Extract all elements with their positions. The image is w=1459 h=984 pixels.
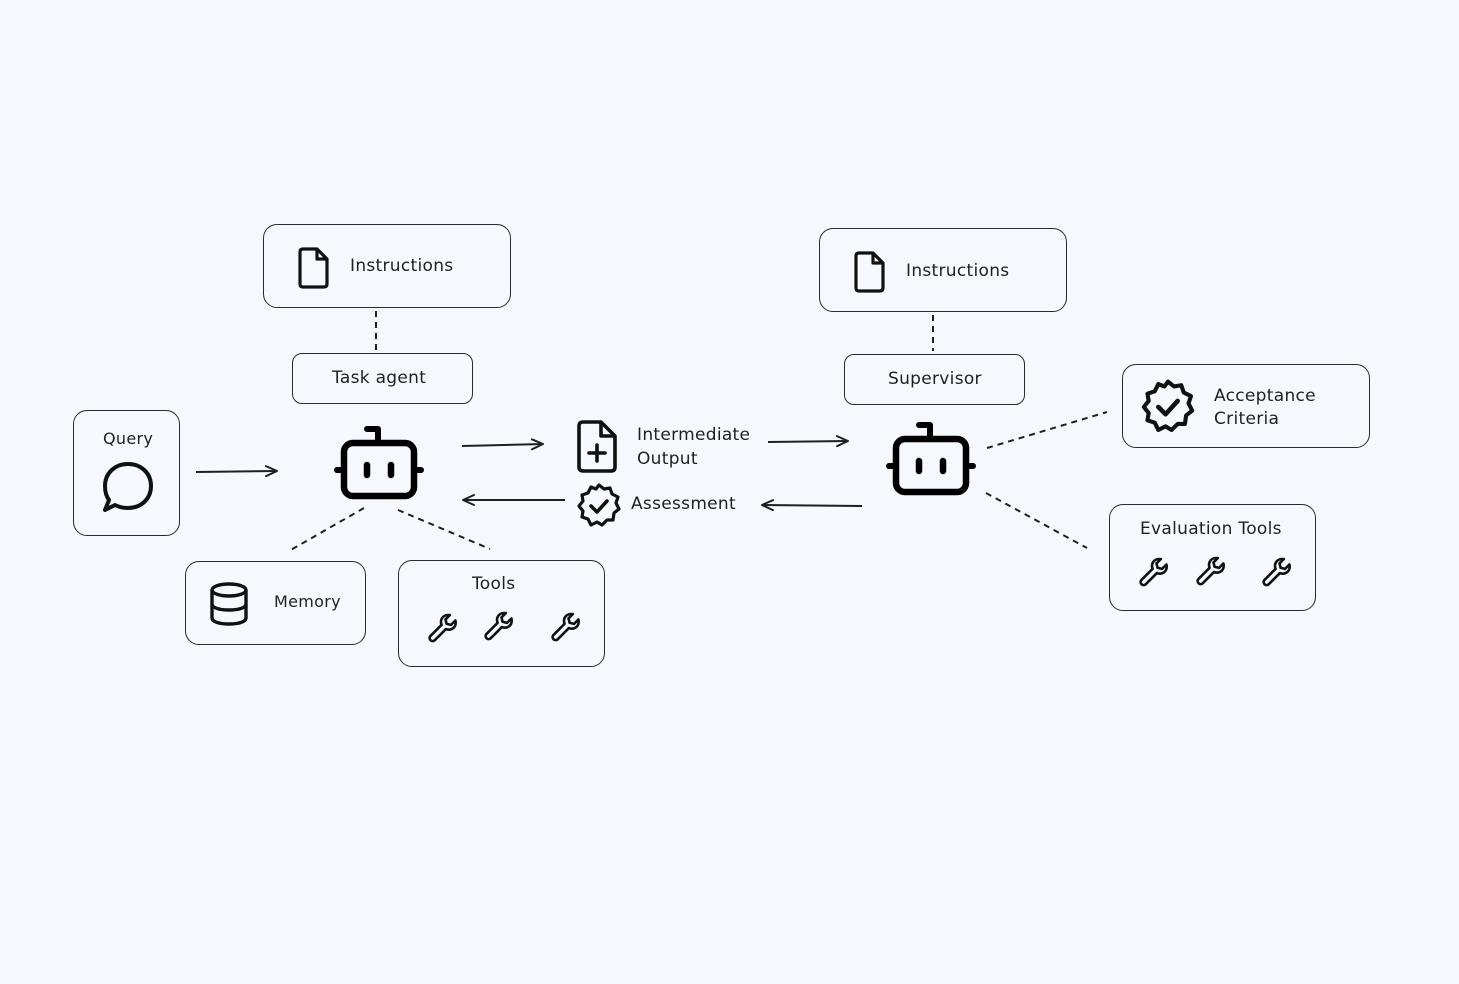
document-plus-icon — [574, 419, 620, 475]
memory-node: Memory — [185, 561, 366, 645]
badge-check-icon — [575, 482, 623, 530]
supervisor-label: Supervisor — [888, 369, 982, 389]
arrow-task-agent-to-output — [461, 438, 544, 451]
supervisor-node: Supervisor — [844, 354, 1025, 405]
query-node: Query — [73, 410, 180, 536]
document-icon — [852, 250, 886, 294]
document-icon — [296, 246, 330, 290]
robot-icon — [885, 420, 979, 500]
acceptance-criteria-node: Acceptance Criteria — [1122, 364, 1370, 448]
wrench-icon — [549, 610, 583, 644]
wrench-icon — [482, 609, 516, 643]
link-supervisor-eval-tools — [985, 492, 1088, 549]
evaluation-tools-node: Evaluation Tools — [1109, 504, 1316, 611]
task-agent-label: Task agent — [332, 368, 427, 388]
wrench-icon — [1194, 554, 1228, 588]
arrow-output-to-supervisor — [767, 435, 849, 448]
task-instructions-label: Instructions — [350, 256, 454, 276]
acceptance-criteria-label-line1: Acceptance — [1214, 386, 1316, 406]
arrow-query-to-task-agent — [195, 465, 278, 478]
acceptance-criteria-label-line2: Criteria — [1214, 409, 1280, 429]
database-icon — [208, 581, 250, 627]
task-instructions-node: Instructions — [263, 224, 511, 308]
arrow-supervisor-to-assessment — [761, 499, 863, 512]
intermediate-output-label-line1: Intermediate — [637, 425, 751, 445]
supervisor-instructions-label: Instructions — [906, 261, 1010, 281]
query-label: Query — [103, 429, 154, 448]
memory-label: Memory — [274, 592, 341, 611]
link-supervisor-acceptance — [986, 411, 1108, 449]
link-task-agent-memory — [288, 507, 365, 552]
robot-icon — [333, 424, 427, 504]
wrench-icon — [1260, 555, 1294, 589]
intermediate-output-label-line2: Output — [637, 449, 698, 469]
badge-check-icon — [1139, 378, 1197, 436]
task-agent-node: Task agent — [292, 353, 473, 404]
evaluation-tools-label: Evaluation Tools — [1140, 519, 1282, 539]
wrench-icon — [426, 611, 460, 645]
task-tools-node: Tools — [398, 560, 605, 667]
chat-bubble-icon — [101, 460, 155, 514]
assessment-label: Assessment — [631, 494, 736, 514]
wrench-icon — [1137, 555, 1171, 589]
task-tools-label: Tools — [472, 574, 516, 594]
supervisor-instructions-node: Instructions — [819, 228, 1067, 312]
link-task-agent-tools — [397, 509, 491, 550]
